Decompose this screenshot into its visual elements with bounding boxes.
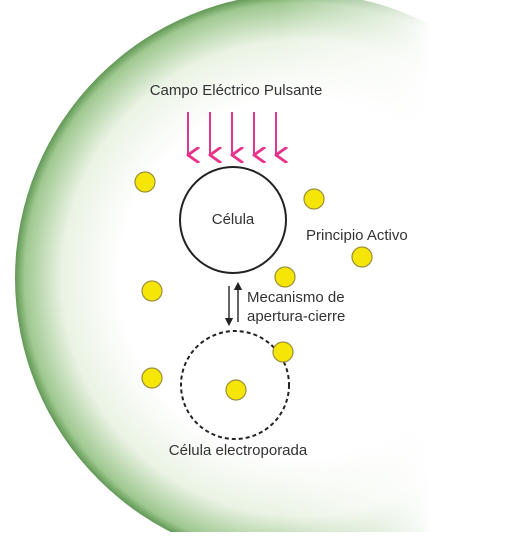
particle	[303, 188, 325, 210]
particle	[225, 379, 247, 401]
cell-label: Célula	[211, 211, 255, 228]
particle	[351, 246, 373, 268]
particle	[272, 341, 294, 363]
cell-circle	[179, 166, 287, 274]
active-ingredient-label: Principio Activo	[306, 227, 408, 244]
field-arrows	[188, 112, 276, 155]
mechanism-label-line1: Mecanismo de	[247, 289, 345, 306]
electroporated-cell-label: Célula electroporada	[168, 442, 308, 459]
active-ingredient-particles	[134, 171, 373, 401]
particle	[134, 171, 156, 193]
particle	[141, 280, 163, 302]
mechanism-label-line2: apertura-cierre	[247, 308, 346, 325]
particle	[141, 367, 163, 389]
field-label: Campo Eléctrico Pulsante	[149, 82, 323, 99]
particle	[274, 266, 296, 288]
